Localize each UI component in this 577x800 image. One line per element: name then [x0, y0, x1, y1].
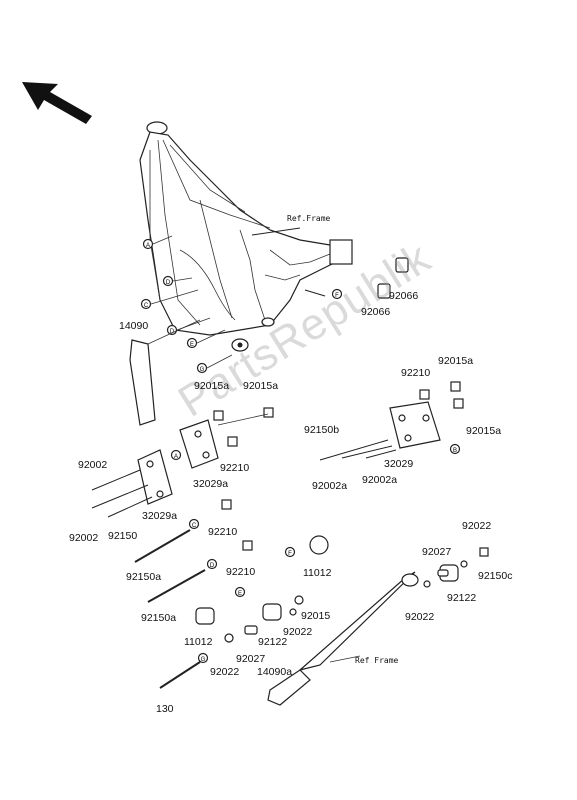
motorcycle-frame: [139, 121, 353, 352]
part-label-14090[interactable]: 14090: [119, 320, 149, 332]
letter-g-frame: G: [200, 367, 205, 373]
part-label-130[interactable]: 130: [156, 703, 174, 715]
part-label-92122-2[interactable]: 92122: [447, 592, 477, 604]
letter-a-bracket: A: [174, 454, 178, 460]
part-label-92002a-2[interactable]: 92002a: [362, 474, 398, 486]
part-label-92066-b[interactable]: 92066: [361, 306, 391, 318]
collars-bushings: F E G: [159, 535, 329, 689]
part-label-92022-4[interactable]: 92022: [405, 611, 435, 623]
part-label-14090a[interactable]: 14090a: [257, 666, 293, 678]
part-label-92150a-1[interactable]: 92150a: [126, 571, 162, 583]
part-label-32029[interactable]: 32029: [384, 458, 414, 470]
part-label-92210-3[interactable]: 92210: [208, 526, 238, 538]
part-label-92150b[interactable]: 92150b: [304, 424, 340, 436]
part-label-32029a-2[interactable]: 32029a: [142, 510, 178, 522]
letter-f-frame: F: [335, 293, 339, 299]
ref-frame-top-label: Ref.Frame: [287, 214, 331, 223]
long-bolts: C D: [134, 499, 253, 603]
part-label-92022-3[interactable]: 92022: [462, 520, 492, 532]
part-label-92002-1[interactable]: 92002: [78, 459, 108, 471]
letter-a-frame: A: [146, 243, 150, 249]
letter-f-bushing: F: [288, 551, 292, 557]
letter-d-frame: D: [166, 280, 171, 286]
letter-d2-frame: D: [170, 329, 175, 335]
letter-c-bolt: C: [192, 523, 197, 529]
part-label-92015a-3[interactable]: 92015a: [194, 380, 230, 392]
part-label-92002a-1[interactable]: 92002a: [312, 480, 348, 492]
part-label-92027-2[interactable]: 92027: [422, 546, 452, 558]
bracket-32029a-left: [91, 449, 173, 518]
front-direction-arrow-icon: [22, 82, 92, 124]
part-label-32029a-1[interactable]: 32029a: [193, 478, 229, 490]
letter-b-bracket: B: [453, 448, 457, 454]
part-label-92066-a[interactable]: 92066: [389, 290, 419, 302]
callout-letters: A D C D E G F: [140, 235, 343, 374]
part-label-92015a-4[interactable]: 92015a: [243, 380, 279, 392]
part-label-92150a-2[interactable]: 92150a: [141, 612, 177, 624]
letter-e-collar: E: [238, 591, 242, 597]
part-label-92150[interactable]: 92150: [108, 530, 138, 542]
ref-frame-bottom-label: Ref Frame: [355, 656, 399, 665]
bracket-32029a-center: A: [170, 407, 274, 469]
cap-92066-parts: [377, 257, 409, 299]
bracket-32029-right: B: [319, 381, 464, 461]
letter-c-frame: C: [144, 303, 149, 309]
part-label-92210-1[interactable]: 92210: [401, 367, 431, 379]
part-label-92022-2[interactable]: 92022: [210, 666, 240, 678]
cover-14090: [129, 319, 201, 426]
part-label-92150c[interactable]: 92150c: [478, 570, 513, 582]
part-label-92015a-2[interactable]: 92015a: [466, 425, 502, 437]
part-label-92022-1[interactable]: 92022: [283, 626, 313, 638]
part-label-92210-4[interactable]: 92210: [226, 566, 256, 578]
part-label-92002-2[interactable]: 92002: [69, 532, 99, 544]
letter-g-bolt: G: [201, 657, 206, 663]
part-label-92015[interactable]: 92015: [301, 610, 331, 622]
strut-14090a: [267, 547, 489, 706]
part-label-92210-2[interactable]: 92210: [220, 462, 250, 474]
part-label-11012-1[interactable]: 11012: [303, 567, 332, 579]
part-label-92015a-1[interactable]: 92015a: [438, 355, 474, 367]
letter-e-frame: E: [190, 342, 194, 348]
part-label-92122-1[interactable]: 92122: [258, 636, 288, 648]
part-label-92027-1[interactable]: 92027: [236, 653, 266, 665]
part-label-11012-2[interactable]: 11012: [184, 636, 213, 648]
letter-d-bolt: D: [210, 563, 215, 569]
